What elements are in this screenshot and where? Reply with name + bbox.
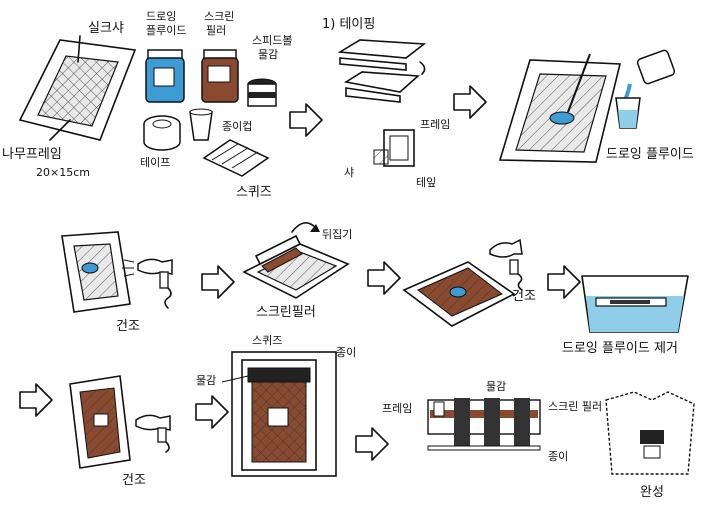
arrow-right-icon (19, 383, 53, 417)
label-squeegee: 스퀴즈 (236, 185, 272, 200)
label-step1-taping: 1) 테이핑 (322, 17, 375, 32)
cup-icon (189, 108, 213, 141)
label-dry2: 건조 (512, 289, 536, 304)
arrow-right-icon (355, 427, 389, 461)
arrow-right-icon (201, 265, 235, 299)
flip-arrow-icon (291, 222, 320, 233)
label-screen-filler3: 스크린 필러 (548, 400, 602, 413)
arrow-right-icon (453, 85, 487, 119)
tape-roll-icon (143, 115, 181, 151)
label-dry1: 건조 (116, 319, 140, 334)
screen-filler-jar-icon (201, 49, 239, 103)
label-remove-fluid: 드로잉 플루이드 제거 (562, 341, 678, 356)
water-tub (581, 275, 689, 333)
hair-dryer-icon (489, 238, 523, 291)
drying-frame-3 (69, 375, 131, 469)
cross-section-sketch (427, 398, 541, 451)
finished-print (605, 391, 695, 475)
label-paint2: 물감 (486, 380, 506, 393)
drying-frame-2 (402, 261, 516, 327)
label-paint: 물감 (196, 374, 216, 387)
taping-frame-sketch (337, 39, 427, 103)
label-paper: 종이 (336, 346, 356, 359)
squeegee-icon (202, 139, 270, 177)
label-done: 완성 (640, 485, 664, 500)
wood-frame-with-silk (18, 35, 137, 141)
arrow-right-icon (289, 103, 323, 137)
label-frame-size: 20×15cm (36, 166, 90, 179)
hair-dryer-icon (122, 258, 173, 309)
label-paper-cup: 종이컵 (222, 120, 252, 133)
label-dry3: 건조 (122, 473, 146, 488)
label-drawing-fluid2: 드로잉 플루이드 (606, 147, 694, 162)
frame-corner-sketch (373, 129, 415, 167)
label-wood-frame: 나무프레임 (2, 147, 62, 162)
label-screen-filler2: 스크린필러 (256, 305, 316, 320)
pouring-jar-icon (615, 49, 676, 129)
label-silk-screen: 실크샤 (88, 21, 124, 36)
label-tape2: 테잎 (416, 176, 436, 189)
arrow-right-icon (367, 261, 401, 295)
hair-dryer-icon (135, 414, 171, 453)
speedball-paint-jar-icon (247, 78, 277, 107)
label-squeegee2: 스퀴즈 (252, 334, 282, 347)
label-paper2: 종이 (548, 450, 568, 463)
arrow-right-icon (547, 265, 581, 299)
screen-filler-step (242, 234, 350, 299)
printing-step (231, 351, 337, 477)
drawing-fluid-application (498, 53, 622, 163)
label-frame2: 프레임 (382, 402, 412, 415)
label-sha: 샤 (344, 166, 354, 179)
drying-frame-1 (61, 231, 131, 313)
label-frame: 프레임 (420, 118, 450, 131)
drawing-fluid-jar-icon (145, 49, 185, 103)
label-flip: 뒤집기 (322, 228, 352, 241)
label-tape: 테이프 (140, 156, 170, 169)
arrow-right-icon (195, 395, 229, 429)
